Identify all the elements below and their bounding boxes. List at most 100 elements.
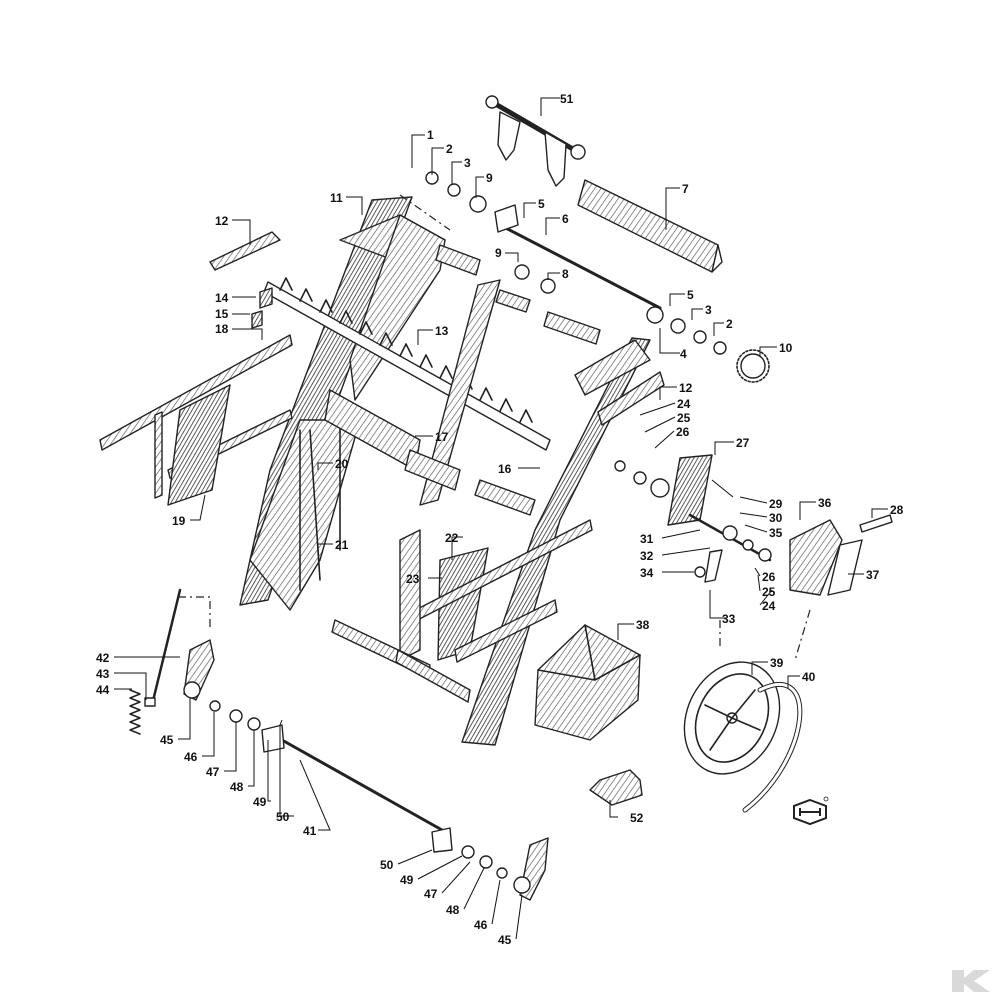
callout-45: 45 bbox=[160, 733, 174, 747]
alignment-lines bbox=[178, 194, 811, 661]
callout-52: 52 bbox=[630, 811, 644, 825]
callout-8: 8 bbox=[562, 267, 569, 281]
callout-2b: 2 bbox=[726, 317, 733, 331]
callout-32: 32 bbox=[640, 549, 654, 563]
part-small-set-8-9 bbox=[514, 264, 556, 294]
callout-1: 1 bbox=[427, 128, 434, 142]
callout-2: 2 bbox=[446, 142, 453, 156]
callout-36: 36 bbox=[818, 496, 832, 510]
part-belt-40 bbox=[742, 682, 803, 813]
callout-25: 25 bbox=[677, 411, 691, 425]
callout-18: 18 bbox=[215, 322, 229, 336]
callout-3: 3 bbox=[464, 156, 471, 170]
part-hopper-38 bbox=[534, 624, 641, 741]
part-side-frame-11 bbox=[239, 196, 446, 611]
callout-7: 7 bbox=[682, 182, 689, 196]
callout-28: 28 bbox=[890, 503, 904, 517]
callout-31: 31 bbox=[640, 532, 654, 546]
callout-49: 49 bbox=[253, 795, 267, 809]
callout-48: 48 bbox=[230, 780, 244, 794]
callout-39: 39 bbox=[770, 656, 784, 670]
callout-44: 44 bbox=[96, 683, 110, 697]
callout-5: 5 bbox=[538, 197, 545, 211]
part-wheel-39 bbox=[683, 661, 781, 775]
callout-29: 29 bbox=[769, 497, 783, 511]
part-bearing-set-lower-left bbox=[183, 639, 285, 753]
callout-20: 20 bbox=[335, 457, 349, 471]
part-right-frame bbox=[435, 244, 651, 746]
callout-11: 11 bbox=[330, 191, 343, 205]
manufacturer-emblem-icon bbox=[793, 796, 829, 826]
callout-6: 6 bbox=[562, 212, 569, 226]
part-illustrations bbox=[99, 95, 893, 901]
callout-41: 41 bbox=[303, 824, 317, 838]
callout-9b: 9 bbox=[495, 246, 502, 260]
callout-24b: 24 bbox=[762, 599, 776, 613]
callout-43: 43 bbox=[96, 667, 110, 681]
callout-17: 17 bbox=[435, 430, 449, 444]
callout-22: 22 bbox=[445, 531, 459, 545]
callout-34: 34 bbox=[640, 566, 654, 580]
callout-12b: 12 bbox=[679, 381, 693, 395]
part-bearing-set-upper bbox=[425, 171, 519, 233]
part-bearing-set-lower-right bbox=[431, 827, 549, 901]
part-center-post-17 bbox=[324, 279, 501, 506]
callout-27: 27 bbox=[736, 436, 750, 450]
callout-47b: 47 bbox=[424, 887, 438, 901]
part-sprocket-10 bbox=[736, 349, 770, 383]
k-logo-icon bbox=[952, 970, 990, 992]
part-cover-36 bbox=[789, 519, 843, 596]
callout-42: 42 bbox=[96, 651, 110, 665]
callout-46b: 46 bbox=[474, 918, 488, 932]
callout-10: 10 bbox=[779, 341, 793, 355]
callout-15: 15 bbox=[215, 307, 229, 321]
part-clip-14 bbox=[259, 287, 273, 309]
callout-19: 19 bbox=[172, 514, 186, 528]
part-plate-37 bbox=[827, 539, 863, 596]
callout-48b: 48 bbox=[446, 903, 460, 917]
callout-12: 12 bbox=[215, 214, 229, 228]
callout-13: 13 bbox=[435, 324, 449, 338]
callout-labels: 51 1 2 3 9 7 11 5 6 12 9 8 14 15 18 13 5… bbox=[96, 92, 904, 947]
callout-24: 24 bbox=[677, 397, 691, 411]
callout-16: 16 bbox=[498, 462, 512, 476]
callout-47: 47 bbox=[206, 765, 220, 779]
part-rails-23 bbox=[331, 519, 593, 703]
callout-23: 23 bbox=[406, 572, 420, 586]
callout-46: 46 bbox=[184, 750, 198, 764]
callout-37: 37 bbox=[866, 568, 880, 582]
part-shaft-41 bbox=[280, 738, 444, 832]
callout-35: 35 bbox=[769, 526, 783, 540]
part-rod-42 bbox=[150, 588, 182, 707]
callout-25b: 25 bbox=[762, 585, 776, 599]
callout-leaders bbox=[114, 97, 888, 940]
callout-38: 38 bbox=[636, 618, 650, 632]
callout-26: 26 bbox=[676, 425, 690, 439]
callout-49b: 49 bbox=[400, 873, 414, 887]
callout-50b: 50 bbox=[380, 858, 394, 872]
part-shaft-6 bbox=[498, 223, 662, 310]
callout-21: 21 bbox=[335, 538, 349, 552]
callout-5b: 5 bbox=[687, 288, 694, 302]
callout-9: 9 bbox=[486, 171, 493, 185]
callout-45b: 45 bbox=[498, 933, 512, 947]
part-spring-44 bbox=[129, 689, 141, 735]
part-panel-19 bbox=[167, 384, 231, 506]
callout-50: 50 bbox=[276, 810, 290, 824]
callout-4: 4 bbox=[680, 347, 687, 361]
callout-3b: 3 bbox=[705, 303, 712, 317]
callout-14: 14 bbox=[215, 291, 229, 305]
part-bar-12-lower bbox=[597, 371, 665, 426]
part-bracket-51 bbox=[485, 95, 586, 187]
callout-26b: 26 bbox=[762, 570, 776, 584]
part-plate-27 bbox=[614, 454, 713, 526]
part-bar-12-upper bbox=[209, 231, 281, 271]
callout-33: 33 bbox=[722, 612, 736, 626]
callout-30: 30 bbox=[769, 511, 783, 525]
part-bracket-52 bbox=[589, 769, 643, 806]
part-bearing-set-right bbox=[646, 306, 727, 355]
part-cover-7 bbox=[577, 179, 723, 273]
part-nut-43 bbox=[144, 697, 156, 707]
part-shaft-assembly-31-35 bbox=[688, 513, 772, 583]
